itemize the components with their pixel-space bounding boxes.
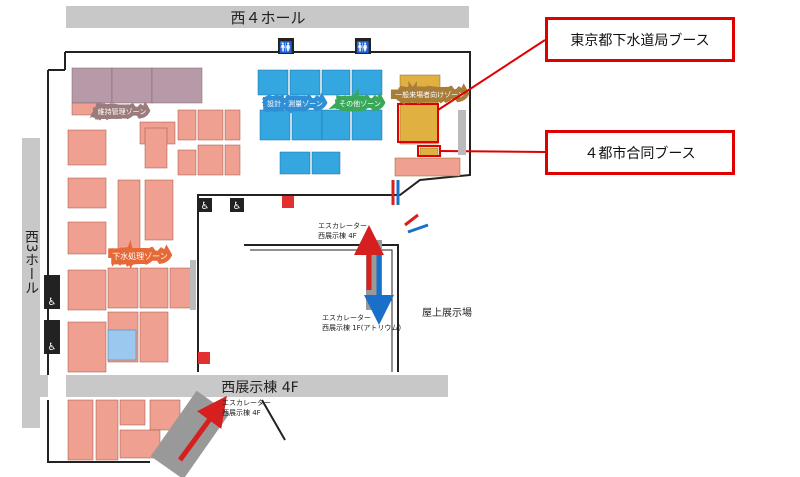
svg-text:♿: ♿ [48,297,57,308]
design-booths [257,69,383,175]
escalator-label-2a: エスカレーター [322,313,371,322]
wheelchair-icon: ♿ [44,293,60,309]
wheelchair-icon: ♿ [230,198,244,212]
svg-text:♿: ♿ [201,201,210,212]
gray-strip [190,260,196,310]
restroom-icon [44,320,60,338]
left-band [22,375,48,397]
maintenance-booths [71,67,203,116]
escalator-up-arrow [404,213,419,227]
hall-west4-band [66,6,469,28]
first-aid-icon [282,196,294,208]
hall-west4-label: 西４ホール [230,9,305,27]
floor-walls [47,51,471,463]
zone-maintenance-label: 維持管理ゾーン [98,107,147,116]
tokyo-booth-highlight [397,103,439,143]
gray-strip [458,110,466,155]
blue-booth [107,329,137,361]
zone-design-label: 設計・測量ゾーン [267,99,323,108]
zone-general-label: 一般来場者向けゾーン [395,90,465,99]
escalator-down-arrow [407,223,429,234]
general-booths [394,74,461,177]
svg-text:♿: ♿ [48,342,57,353]
hall-west3-label: 西3ホール [23,230,39,295]
restroom-icon: 🚻 [278,38,294,54]
wheelchair-icon: ♿ [44,338,60,354]
callout-tokyo-text: 東京都下水道局ブース [570,32,710,49]
hall-west3-band [22,138,40,428]
rooftop-label: 屋上展示場 [422,306,472,319]
restroom-icon [44,275,60,293]
zone-sewage-label: 下水処理ゾーン [112,251,168,261]
restroom-icon: 🚻 [355,38,371,54]
escalator-up-arrow [177,395,227,462]
escalator-label-1a: エスカレーター [318,221,367,230]
escalator-label-1b: 西展示棟 4F [318,231,357,240]
escalator-label-3b: 西展示棟 4F [222,408,261,417]
svg-text:♿: ♿ [233,201,242,212]
first-aid-icon [198,352,210,364]
hall-west4f-band [66,375,448,397]
svg-text:🚻: 🚻 [279,41,293,54]
zone-other-label: その他ゾーン [339,99,381,108]
svg-text:🚻: 🚻 [356,41,370,54]
escalator-label-2b: 西展示棟 1F(アトリウム) [322,323,401,332]
hall-west4f-label: 西展示棟 4F [221,380,298,396]
wheelchair-icon: ♿ [198,198,212,212]
callout-line-tokyo [437,39,546,111]
callout-line-four-cities [439,150,546,153]
callout-four-cities-text: ４都市合同ブース [584,145,696,162]
escalator-label-3a: エスカレーター [222,398,271,407]
callout-four-cities-booth: ４都市合同ブース [545,130,735,175]
callout-tokyo-sewerage-booth: 東京都下水道局ブース [545,17,735,62]
